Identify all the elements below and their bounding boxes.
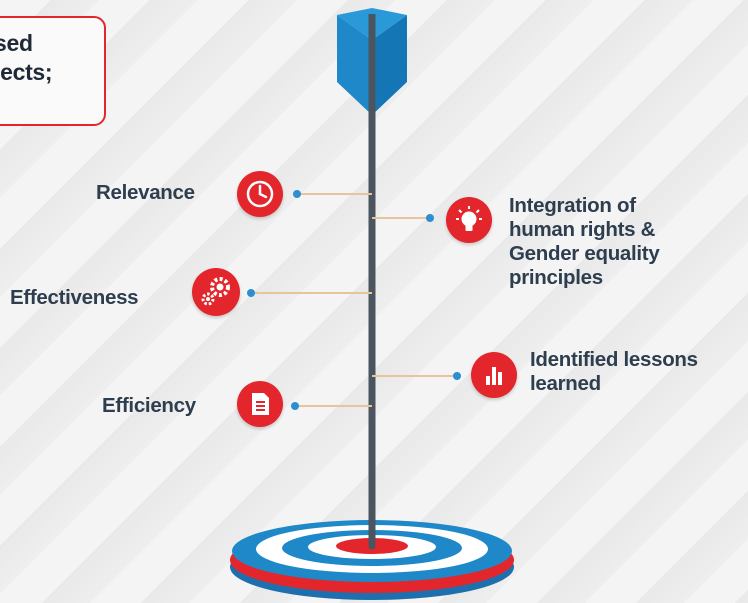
label-efficiency: Efficiency (102, 394, 196, 417)
bar-chart-icon (471, 352, 517, 398)
connector-lessons (372, 375, 456, 377)
label-effectiveness: Effectiveness (10, 286, 139, 309)
document-icon (237, 381, 283, 427)
label-identified-lessons: Identified lessons learned (530, 348, 698, 395)
label-integration: Integration of human rights & Gender equ… (509, 194, 660, 289)
dot-lessons (453, 372, 461, 380)
connector-integration (372, 217, 428, 219)
clock-icon (237, 171, 283, 217)
lightbulb-icon (446, 197, 492, 243)
gears-icon (192, 268, 240, 316)
label-relevance: Relevance (96, 181, 195, 204)
dot-integration (426, 214, 434, 222)
target-icon (230, 520, 514, 600)
callout-box (0, 16, 106, 126)
dot-effectiveness (247, 289, 255, 297)
dot-efficiency (291, 402, 299, 410)
dot-relevance (293, 190, 301, 198)
connector-efficiency (296, 405, 372, 407)
connector-relevance (300, 193, 372, 195)
callout-text: sed jects; (0, 30, 53, 85)
connector-effectiveness (251, 292, 372, 294)
